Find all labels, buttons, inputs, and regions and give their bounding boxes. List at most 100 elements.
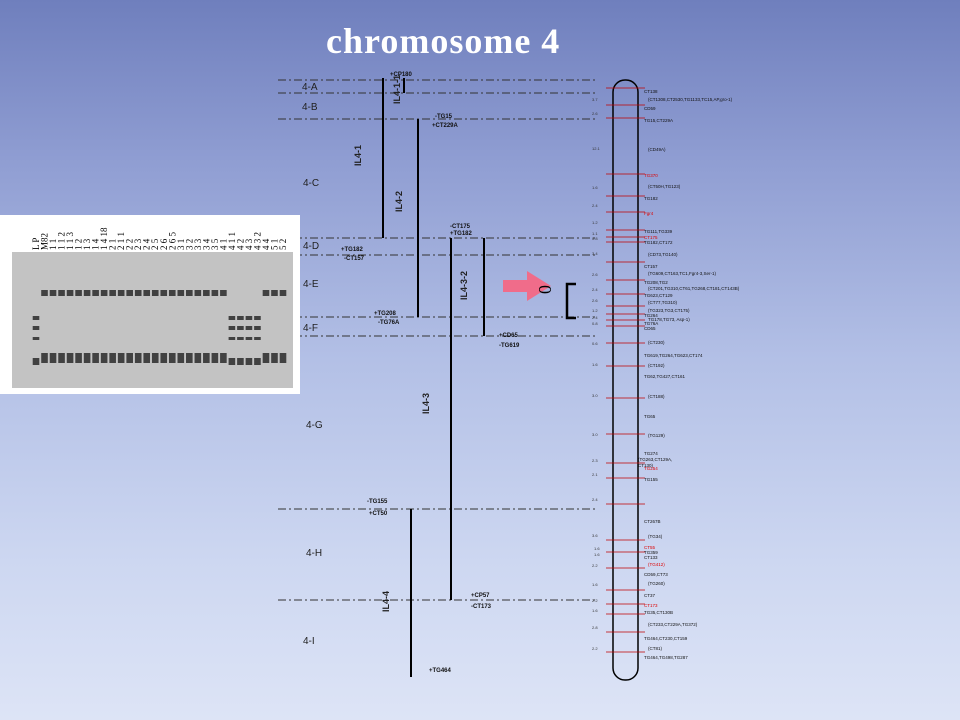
chromosome-marker: Fgr4 [644, 211, 654, 216]
bin-label: 4-B [302, 102, 318, 113]
gel-band [245, 316, 253, 320]
distance-label: 3.6 [592, 533, 598, 538]
gel-band [32, 337, 40, 340]
chromosome-marker: (TG609,CT163,TC1,Fgr4-3,Ser-1) [648, 271, 717, 276]
bin-label: 4-D [303, 241, 319, 252]
gel-band [279, 353, 287, 363]
distance-label: 2.6 [592, 111, 598, 116]
gel-band [109, 353, 116, 363]
gel-band [262, 353, 270, 363]
gel-lane-label: 1 1 3 [65, 232, 75, 251]
chromosome-marker: TG182 [644, 196, 658, 201]
gel-band [58, 353, 65, 363]
chromosome-marker: (CT201,TG310,CT61,TG268,CT181,CT143B) [648, 286, 740, 291]
gel-lane-label: 2 2 [125, 239, 135, 250]
gel-lane-label: 4 1 1 [227, 232, 237, 250]
gel-band [143, 353, 151, 363]
gel-band [92, 290, 99, 296]
chromosome-marker: TG274 [644, 451, 658, 456]
gel-lane-label: 3 3 [193, 238, 203, 250]
il-label: IL4-3-2 [459, 271, 469, 300]
gel-band [211, 353, 219, 363]
distance-label: 2.4 [592, 497, 598, 502]
chromosome-marker-ticks [606, 87, 645, 653]
boundary-marker: -TG15 [435, 114, 453, 120]
chromosome-marker: (TG129) [648, 433, 665, 438]
slide-title: chromosome 4 [326, 21, 561, 61]
bin-label: 4-I [303, 636, 315, 647]
boundary-marker: +CT50 [369, 511, 388, 517]
gel-band [237, 358, 244, 365]
gel-band [117, 353, 125, 363]
bin-boundaries [278, 79, 595, 601]
gel-lane-label: 2 6 5 [167, 232, 177, 251]
gel-band [245, 337, 253, 340]
gel-band [66, 290, 74, 296]
distance-label: 2.3 [592, 458, 598, 463]
gel-band [75, 290, 82, 296]
distance-label: 1.6 [592, 582, 598, 587]
gel-band [245, 358, 253, 365]
distance-label: 2.4 [592, 287, 598, 292]
highlight-zero-label: 0 [535, 285, 555, 294]
chromosome-marker: TG111,TG339 [644, 229, 673, 234]
gel-band [228, 358, 236, 365]
gel-band [92, 353, 99, 363]
gel-lane-label: 1 4 [91, 238, 101, 250]
chromosome-marker: (TG263,CT129A, [638, 457, 672, 462]
gel-band [228, 316, 236, 320]
gel-band [134, 290, 142, 296]
distance-label: 12.1 [592, 146, 601, 151]
bin-label: 4-E [303, 279, 319, 290]
chromosome-marker: CD59,CT73 [644, 572, 668, 577]
chromosome-marker: CT267B [644, 519, 661, 524]
gel-band [237, 337, 244, 340]
gel-lane-label: 5 1 [269, 239, 279, 250]
chromosome-marker: CT133 [644, 555, 658, 560]
chromosome-marker: TG464,CT230,CT159 [644, 636, 688, 641]
gel-lane-label: 5 2 [278, 239, 288, 250]
distance-label: 0.6 [592, 341, 598, 346]
chromosome-marker: (CT188) [648, 394, 665, 399]
chromosome-marker: TG182,CT172 [644, 240, 673, 245]
distance-label: 0.8 [592, 236, 598, 241]
gel-band [49, 353, 57, 363]
chromosome-marker: CT173 [644, 603, 658, 608]
chromosome-marker: (CT230) [648, 340, 665, 345]
chromosome-marker: (CT77,TG310) [648, 300, 678, 305]
distance-label: 3.0 [592, 432, 598, 437]
chromosome-marker: TG155 [644, 477, 658, 482]
gel-band [100, 290, 108, 296]
gel-lane-label: 4 4 [261, 238, 271, 250]
gel-band [211, 290, 219, 296]
distance-label: 2.2 [592, 598, 598, 603]
distance-label: 2.4 [592, 203, 598, 208]
gel-lane-label: 2 5 [150, 238, 160, 250]
highlight-arrow [503, 271, 551, 301]
chromosome-marker: (CT81) [648, 646, 663, 651]
gel-band [194, 290, 202, 296]
distance-label: 2.2 [592, 563, 598, 568]
bin-label: 4-F [303, 323, 318, 334]
boundary-marker: +CP180 [390, 72, 413, 78]
gel-band [83, 290, 91, 296]
distance-label: 1.6 [592, 185, 598, 190]
chromosome-marker: TG359 [644, 550, 658, 555]
chromosome-marker: TG208,TG2 [644, 280, 668, 285]
gel-band [117, 290, 125, 296]
boundary-marker: -CT157 [344, 256, 365, 262]
gel-band [41, 290, 48, 296]
gel-band [220, 353, 227, 363]
il-label: IL4-1-1 [392, 75, 402, 104]
chromosome-marker: TG15,CT229A [644, 118, 673, 123]
distance-label: 0.8 [592, 321, 598, 326]
gel-lane-label: 1 1 2 [57, 232, 67, 250]
gel-lane-label: 4 1 [218, 239, 228, 250]
gel-band [177, 353, 185, 363]
il-labels: IL4-1-1 IL4-1 IL4-2 IL4-3-2 IL4-3 IL4-4 [353, 75, 469, 612]
il-label: IL4-3 [421, 393, 431, 414]
bin-label: 4-C [303, 178, 319, 189]
chromosome-marker: (TG412) [648, 562, 665, 567]
distance-label: 3.7 [592, 97, 598, 102]
gel-band [58, 290, 65, 296]
